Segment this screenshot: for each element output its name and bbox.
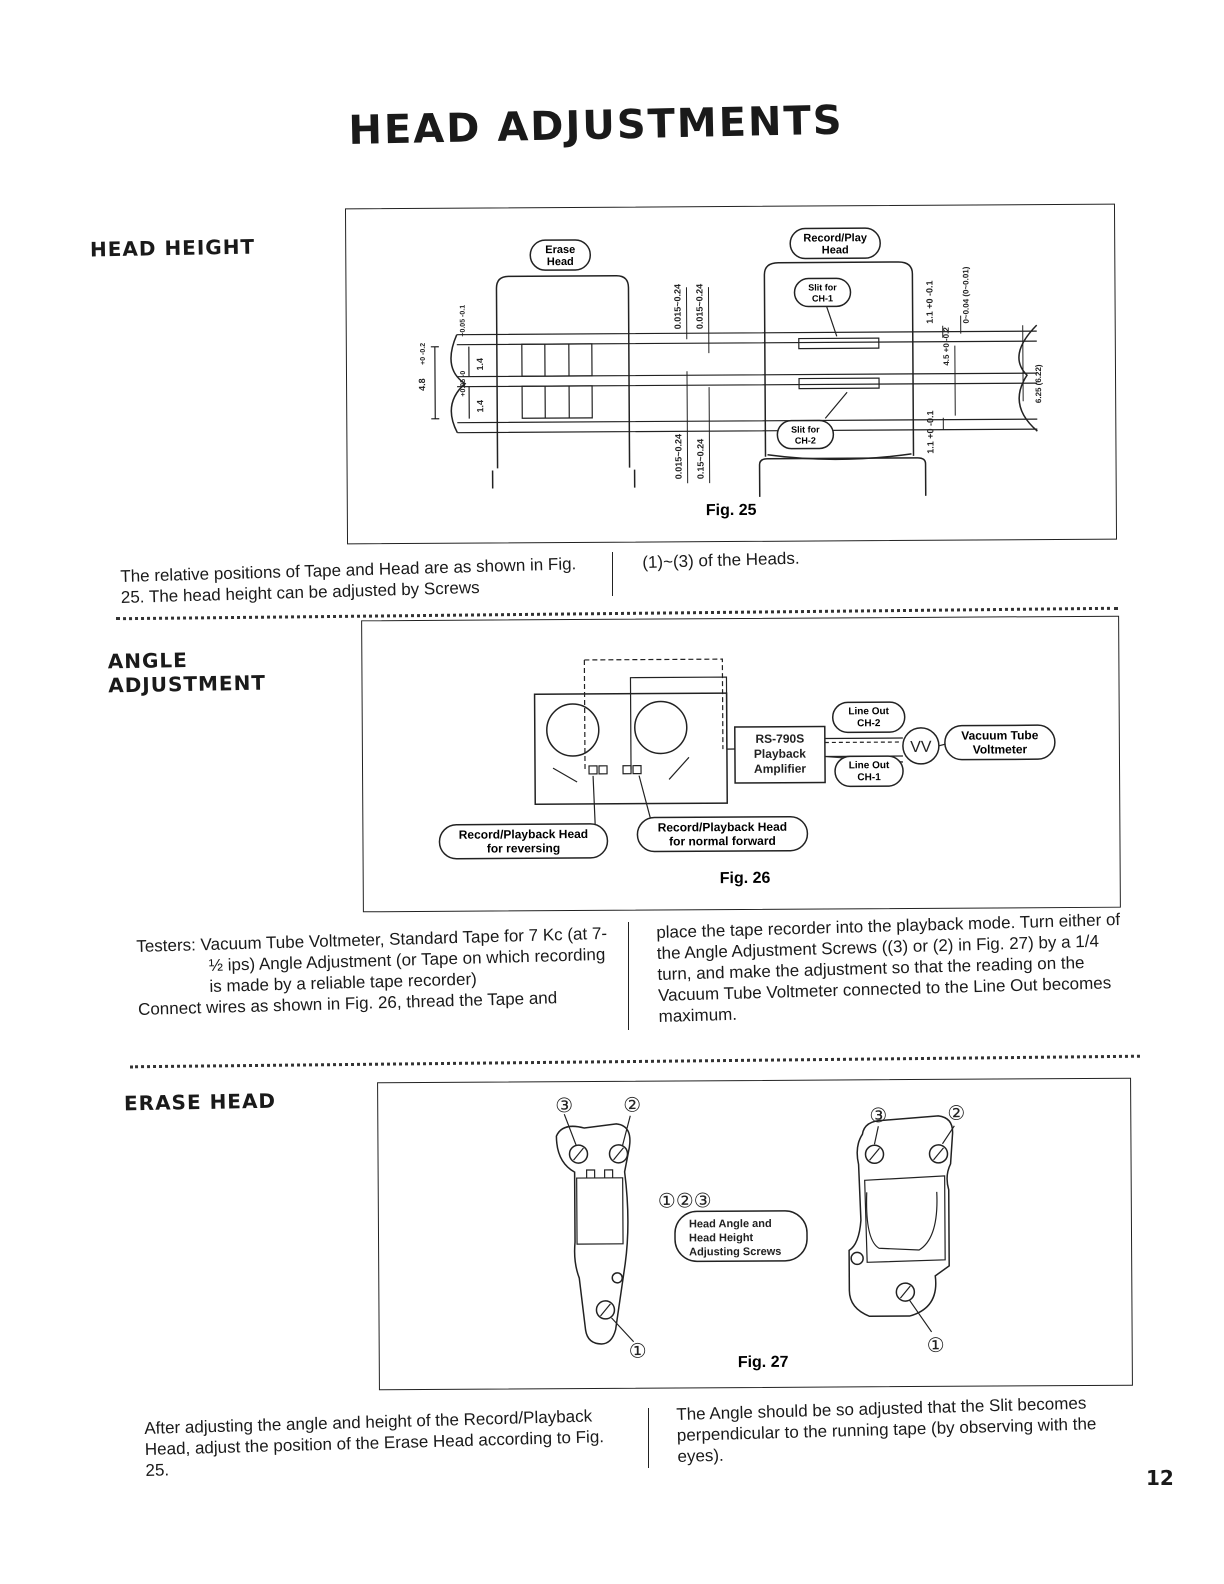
dim-4-8: 4.8 [417, 378, 427, 391]
dim-1-4-lower-tol: +0.05 -0 [460, 371, 467, 397]
screw-3-right [864, 1144, 885, 1165]
vtvm-symbol: VV [910, 739, 932, 756]
dim-1-4-upper: 1.4 [475, 358, 485, 371]
screw-label-2-left: ② [623, 1095, 641, 1117]
callout-erase-head-line2: Head [547, 256, 574, 268]
screw-3-left [568, 1144, 589, 1164]
amplifier-label-line2: Playback [754, 747, 806, 761]
column-divider [612, 552, 613, 596]
callout-head-forward-line1: Record/Playback Head [658, 820, 787, 835]
dim-right-bottom: 1.1 +0 -0.1 [925, 410, 935, 453]
callout-line-out-ch1-line2: CH-1 [857, 772, 881, 783]
fig26-diagram: RS-790S Playback Amplifier VV Line Out C… [361, 615, 1121, 913]
screw-label-1-left: ① [629, 1341, 647, 1363]
fig25-labels: Erase Head Record/Play Head Slit for CH-… [529, 227, 881, 450]
section-separator [130, 1054, 1140, 1069]
callout-vtvm-line2: Voltmeter [973, 742, 1028, 756]
testers-label: Testers: [136, 935, 197, 956]
fig25-label: Fig. 25 [706, 502, 757, 519]
reel-left [546, 703, 600, 757]
section-title-line: ANGLE [107, 647, 189, 674]
callout-adjusting-screws-line1: Head Angle and [689, 1218, 772, 1231]
dim-top-a: 0.015~0.24 [672, 284, 682, 329]
callout-head-reversing-line1: Record/Playback Head [459, 827, 588, 842]
screw-label-3-right: ③ [869, 1105, 887, 1127]
fig25-drawing: Erase Head Record/Play Head Slit for CH-… [417, 227, 1043, 519]
callout-record-play-head-line1: Record/Play [803, 232, 868, 244]
screw-label-2-right: ② [947, 1103, 965, 1125]
angle-adjustment-text-left: Testers: Vacuum Tube Voltmeter, Standard… [136, 923, 618, 1020]
callout-line-out-ch2-line2: CH-2 [857, 718, 881, 729]
erase-head-text-left: After adjusting the angle and height of … [144, 1406, 605, 1480]
dim-1-4-lower: 1.4 [475, 400, 485, 413]
amplifier-box [734, 725, 826, 784]
callout-slit-ch2-line1: Slit for [791, 424, 820, 434]
callout-adjusting-screws-line2: Head Height [689, 1232, 754, 1244]
callout-head-reversing-line2: for reversing [487, 841, 560, 855]
dim-tape-width: 6.25 (6.22) [1034, 364, 1043, 403]
section-title-erase-head: ERASE HEAD [123, 1088, 277, 1116]
fig27-label: Fig. 27 [738, 1354, 789, 1371]
section-title-line: ADJUSTMENT [108, 670, 267, 698]
page-title: HEAD ADJUSTMENTS [348, 97, 845, 154]
screw-1-left [595, 1300, 616, 1320]
section-title-head-height: HEAD HEIGHT [89, 234, 256, 262]
record-play-head-outline [763, 261, 915, 457]
callout-adjusting-screws-line3: Adjusting Screws [689, 1246, 781, 1259]
erase-head-outline [495, 274, 631, 469]
fig27-diagram: ③ ② ① ③ ② ① ①②③ Head Angle and Head Heig… [377, 1077, 1133, 1391]
fig26-label: Fig. 26 [720, 870, 771, 887]
page-number: 12 [1146, 1466, 1174, 1490]
head-height-text-left: The relative positions of Tape and Head … [120, 554, 577, 607]
erase-head-text-right: The Angle should be so adjusted that the… [676, 1393, 1097, 1466]
erase-head-bracket-right [848, 1115, 954, 1318]
head-height-text-right: (1)~(3) of the Heads. [642, 548, 800, 572]
screw-label-3-left: ③ [555, 1095, 573, 1117]
screw-2-right [928, 1144, 949, 1164]
callout-line-out-ch1-line1: Line Out [849, 760, 890, 771]
dim-right-gap: 0~0.04 (0~0.01) [961, 266, 970, 323]
fig26-drawing: RS-790S Playback Amplifier VV Line Out C… [438, 658, 1056, 887]
dim-1-4-upper-tol: +0.05 -0.1 [460, 305, 467, 337]
callout-record-play-head-line2: Head [822, 244, 849, 256]
dim-bottom-a: 0.015~0.24 [673, 434, 683, 479]
dim-right-top: 1.1 +0 -0.1 [924, 280, 934, 323]
reel-right [634, 700, 688, 755]
dim-right-4-5: 4.5 +0 -0.2 [942, 327, 951, 366]
dim-bottom-b: 0.15~0.24 [695, 439, 705, 479]
testers-text: Vacuum Tube Voltmeter, Standard Tape for… [200, 923, 608, 996]
screws-legend: ①②③ [658, 1190, 712, 1212]
callout-slit-ch1-line1: Slit for [808, 282, 837, 292]
dim-top-b: 0.015~0.24 [694, 284, 704, 329]
tape-edges [456, 330, 1038, 434]
callout-slit-ch2-line2: CH-2 [795, 435, 816, 445]
vtvm-symbol-circle [902, 727, 940, 765]
section-title-angle-adjustment: ANGLE ADJUSTMENT [107, 647, 267, 698]
fig27-drawing: ③ ② ① ③ ② ① ①②③ Head Angle and Head Heig… [555, 1095, 965, 1371]
column-divider [628, 922, 629, 1030]
amplifier-label-line1: RS-790S [755, 732, 804, 746]
fig26-callouts: Line Out CH-2 Line Out CH-1 Vacuum Tube … [438, 701, 1056, 860]
angle-adjustment-text-right: place the tape recorder into the playbac… [656, 910, 1121, 1026]
callout-head-forward-line2: for normal forward [669, 834, 776, 849]
callout-vtvm-line1: Vacuum Tube [961, 728, 1039, 742]
column-divider [648, 1408, 649, 1468]
amplifier-label-line3: Amplifier [754, 762, 806, 776]
screw-label-1-right: ① [927, 1335, 945, 1357]
callout-slit-ch1-line2: CH-1 [812, 293, 833, 303]
screw-1-right [895, 1282, 916, 1302]
dim-4-8-tol: +0 -0.2 [420, 343, 427, 365]
callout-line-out-ch2-line1: Line Out [848, 706, 889, 717]
fig25-diagram: Erase Head Record/Play Head Slit for CH-… [344, 203, 1118, 545]
callout-erase-head-line1: Erase [545, 244, 575, 256]
screw-2-left [608, 1144, 629, 1164]
erase-head-bracket-left [555, 1123, 631, 1345]
